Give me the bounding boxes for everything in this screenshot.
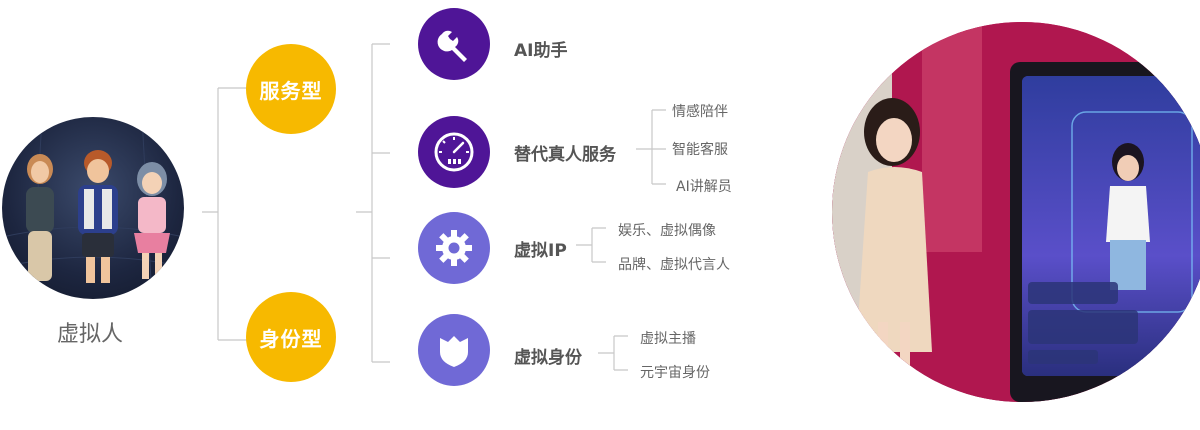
sub-metaverse-identity: 元宇宙身份 <box>640 365 710 381</box>
item-replace-human-service: 替代真人服务 <box>514 145 616 165</box>
shield-icon <box>418 314 490 386</box>
virtual-human-avatars-image <box>2 117 184 299</box>
category-service-type: 服务型 <box>246 44 336 134</box>
item-ai-assistant: AI助手 <box>514 41 568 61</box>
item-virtual-ip: 虚拟IP <box>514 241 567 261</box>
category-identity-type: 身份型 <box>246 292 336 382</box>
wrench-icon <box>418 8 490 80</box>
virtual-human-kiosk-photo <box>832 22 1200 402</box>
sub-entertainment-idol: 娱乐、虚拟偶像 <box>618 223 716 239</box>
sub-emotional-companion: 情感陪伴 <box>672 104 728 120</box>
sub-brand-spokesperson: 品牌、虚拟代言人 <box>618 257 730 273</box>
sub-smart-customer-service: 智能客服 <box>672 142 728 158</box>
item-virtual-identity: 虚拟身份 <box>514 348 582 368</box>
sub-ai-guide: AI讲解员 <box>676 179 732 195</box>
sub-virtual-streamer: 虚拟主播 <box>640 331 696 347</box>
virtual-human-caption: 虚拟人 <box>56 322 123 347</box>
gauge-icon <box>418 116 490 188</box>
gear-icon <box>418 212 490 284</box>
